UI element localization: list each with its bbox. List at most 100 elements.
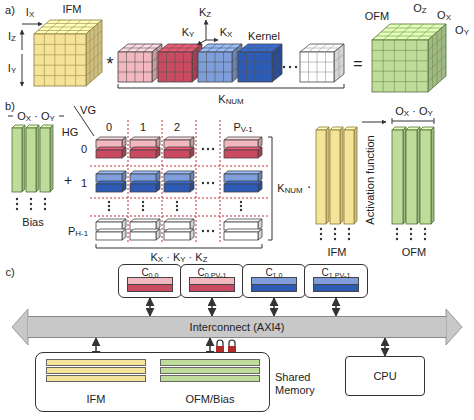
- ellipsis-dot: [207, 230, 209, 232]
- tensor-label: IFM: [63, 3, 82, 16]
- ellipsis-dot: [212, 182, 214, 184]
- bias-vector-front: [26, 128, 36, 192]
- kernel-row-front: [224, 150, 258, 158]
- grid-line: [223, 52, 224, 82]
- compute-core: C0,0: [118, 264, 182, 298]
- symbol: C: [265, 267, 272, 278]
- ellipsis-dot: [108, 201, 110, 203]
- ofm-vector-side: [431, 127, 434, 224]
- ellipsis-dot: [142, 205, 144, 207]
- ifm-vector-side: [340, 127, 343, 224]
- compute-core: C1,PV-1: [304, 264, 368, 298]
- grid-line: [237, 48, 238, 78]
- kernel-row-top: [224, 181, 262, 184]
- dimension: OX: [437, 9, 451, 22]
- column-index: PV-1: [233, 121, 252, 134]
- kernel-row-top: [224, 171, 262, 174]
- dimension: IZ: [8, 30, 16, 43]
- grid-line: [38, 30, 90, 31]
- ellipsis-dot: [108, 209, 110, 211]
- axis-arrow: [22, 30, 23, 50]
- dimension: OX · OY: [17, 110, 54, 123]
- ofm-cube-side: [428, 24, 446, 92]
- subscript: 1,0: [273, 271, 283, 280]
- pe-grid: [220, 120, 221, 244]
- symbol: I: [8, 62, 11, 74]
- kernel-row-side: [156, 171, 160, 182]
- symbol: K: [218, 93, 225, 105]
- grid-line: [198, 72, 232, 73]
- axis-label: HG: [62, 126, 79, 139]
- subscript: Z: [422, 6, 427, 15]
- grid-line: [34, 75, 86, 76]
- kernel-row-top: [164, 137, 194, 140]
- grid-line: [197, 48, 198, 78]
- kernel-side: [272, 44, 282, 82]
- symbol: O: [395, 105, 404, 117]
- node-text: C1,0: [243, 265, 305, 279]
- ofm-vector-front: [420, 130, 431, 224]
- grid-line: [300, 72, 334, 73]
- pe-grid: [90, 216, 270, 217]
- symbol: [416, 105, 419, 117]
- grid-line: [238, 72, 272, 73]
- kernel-front: [198, 52, 232, 82]
- pe-grid: [128, 120, 129, 244]
- grid-line: [372, 71, 428, 72]
- grid-line: [263, 52, 264, 82]
- ellipsis-dot: [16, 203, 18, 205]
- ellipsis-dot: [207, 182, 209, 184]
- symbol: [186, 251, 189, 263]
- bus-connector: [335, 298, 337, 316]
- kernel-row-side: [258, 171, 262, 182]
- lock-icon: [229, 340, 235, 346]
- lock-icon: [217, 340, 223, 346]
- subscript: NUM: [226, 97, 244, 106]
- node-text: Interconnect (AXI4): [190, 321, 285, 333]
- ellipsis-dot: [320, 238, 322, 240]
- symbol: P: [233, 121, 240, 133]
- symbol: K: [195, 251, 202, 263]
- memory-region: OFM/Bias: [160, 359, 260, 407]
- activation-arrow: [362, 122, 386, 123]
- symbol: [38, 110, 41, 122]
- function-label: Activation function: [364, 135, 377, 224]
- bus-connector: [273, 298, 275, 316]
- ellipsis-dot: [108, 205, 110, 207]
- grid-line: [238, 62, 272, 63]
- compute-core: C1,0: [242, 264, 306, 298]
- ofm-vector-side: [417, 127, 420, 224]
- bus-arrowhead: [12, 309, 28, 345]
- ifm-cube-front: [34, 34, 86, 86]
- tensor-label: IFM: [328, 246, 347, 259]
- kernel-row-top: [130, 171, 160, 174]
- ifm-vector-front: [330, 130, 340, 224]
- ellipsis-dot: [30, 203, 32, 205]
- axis-arrow: [22, 54, 23, 86]
- grid-line: [157, 48, 158, 78]
- dimension: KY: [182, 26, 195, 39]
- ellipsis-dot: [30, 208, 32, 210]
- kernel-row-top: [130, 229, 160, 232]
- kernel-row-side: [190, 181, 194, 192]
- grid-line: [90, 31, 91, 83]
- kernel-row-front: [130, 232, 156, 240]
- kernel-row-top: [130, 147, 160, 150]
- dimension: KX · KY · KZ: [150, 251, 207, 264]
- kernel-front: [300, 52, 334, 82]
- grid-line: [317, 52, 318, 82]
- grid-line: [255, 52, 256, 82]
- grid-line: [34, 44, 86, 45]
- grid-line: [203, 48, 237, 49]
- kernel-row-top: [224, 147, 262, 150]
- axis-arrow: [22, 24, 42, 25]
- symbol: K: [220, 26, 227, 38]
- kernel-row-front: [96, 150, 122, 158]
- row-index: 0: [81, 143, 87, 156]
- panel-c: [12, 309, 462, 352]
- grid-line: [75, 34, 76, 86]
- ellipsis-dot: [44, 208, 46, 210]
- bracket: [59, 116, 64, 117]
- kernel-row-front: [224, 184, 258, 192]
- symbol: [192, 251, 195, 263]
